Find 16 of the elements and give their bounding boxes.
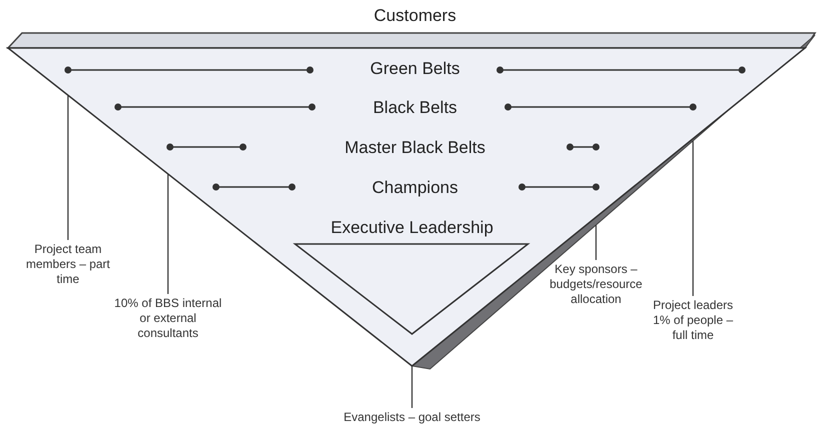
tier-label: Master Black Belts <box>344 138 486 158</box>
tier-label: Black Belts <box>372 98 458 118</box>
callout-text: Project leaders 1% of people – full time <box>652 298 734 343</box>
callout-text: Evangelists – goal setters <box>342 410 482 425</box>
leader-line <box>167 174 169 294</box>
leader-line <box>411 366 413 408</box>
callout-text: 10% of BBS internal or external consultants <box>113 296 223 341</box>
tier-label: Green Belts <box>370 59 460 79</box>
callout-text: Key sponsors – budgets/resource allocation <box>548 262 644 307</box>
leader-line <box>692 140 694 296</box>
leader-line <box>595 225 597 260</box>
leader-line <box>67 95 69 240</box>
callout-text: Project team members – part time <box>24 242 112 287</box>
tier-label: Executive Leadership <box>330 218 494 238</box>
tier-label: Customers <box>374 6 456 26</box>
tier-label: Champions <box>372 178 458 198</box>
